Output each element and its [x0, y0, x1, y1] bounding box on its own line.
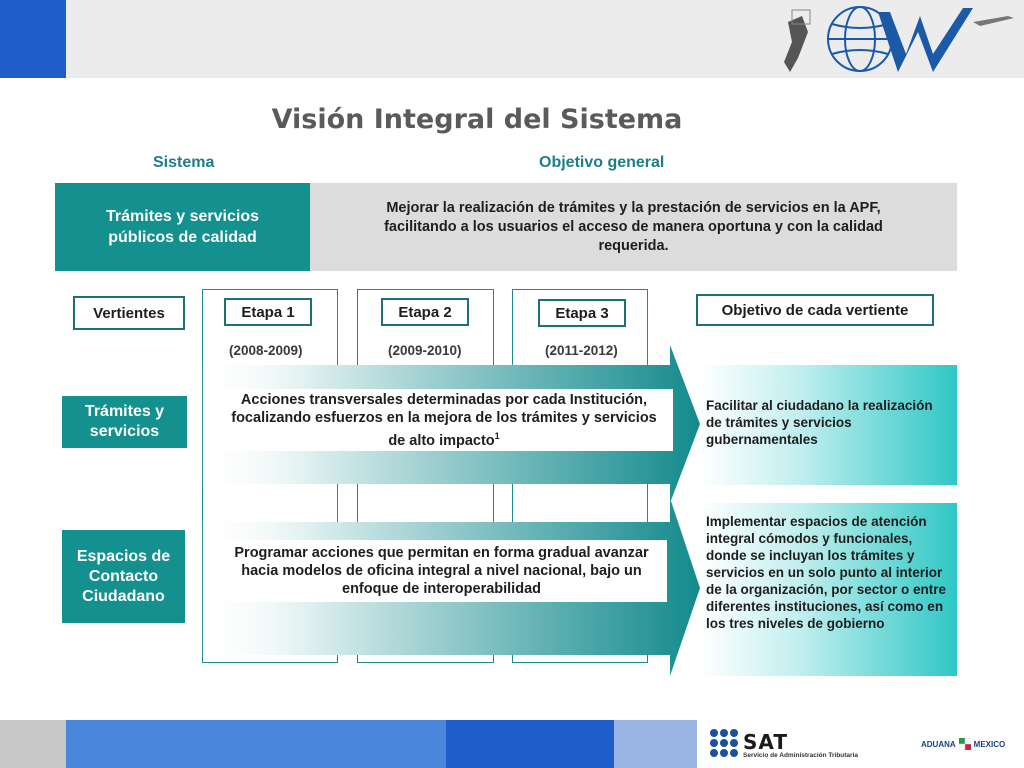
row-label-espacios: Espacios de Contacto Ciudadano [62, 530, 185, 623]
footer-block-light-blue [614, 720, 697, 768]
sat-logo-text: SAT [743, 730, 788, 754]
vertientes-box: Vertientes [73, 296, 185, 330]
objetivo-general-box: Mejorar la realización de trámites y la … [310, 183, 957, 271]
action-box-espacios: Programar acciones que permitan en forma… [216, 540, 667, 602]
sistema-header: Sistema [153, 154, 215, 171]
logo-w-globe-icon [784, 6, 1014, 72]
stage-2-years: (2009-2010) [388, 343, 462, 358]
sistema-box: Trámites y servicios públicos de calidad [55, 183, 310, 271]
row-label-tramites: Trámites y servicios [62, 396, 187, 448]
header-blue-accent [0, 0, 66, 78]
stage-3-years: (2011-2012) [545, 343, 618, 358]
footer-block-blue [66, 720, 446, 768]
aduana-text: ADUANA [921, 739, 956, 749]
etapa-1-box: Etapa 1 [224, 298, 312, 326]
objetivo-general-header: Objetivo general [539, 154, 665, 171]
etapa-3-box: Etapa 3 [538, 299, 626, 327]
aduana-flag-icon [958, 738, 971, 750]
objective-text-espacios: Implementar espacios de atención integra… [706, 514, 947, 631]
action-box-tramites: Acciones transversales determinadas por … [215, 389, 673, 451]
stage-1-years: (2008-2009) [229, 343, 303, 358]
aduana-mexico-logo: ADUANA MEXICO [921, 738, 1005, 750]
objective-text-tramites: Facilitar al ciudadano la realización de… [706, 398, 933, 447]
mexico-text: MEXICO [973, 739, 1006, 749]
sat-subtitle: Servicio de Administración Tributaria [743, 752, 858, 759]
objective-panel-2 [700, 503, 957, 676]
objetivo-vertiente-box: Objetivo de cada vertiente [696, 294, 934, 326]
page-title: Visión Integral del Sistema [271, 104, 683, 135]
etapa-2-box: Etapa 2 [381, 298, 469, 326]
footer-block-dark-blue [446, 720, 614, 768]
footer-block-gray [0, 720, 66, 768]
objective-panel-1 [700, 365, 957, 485]
sat-logo-icon [710, 729, 738, 757]
